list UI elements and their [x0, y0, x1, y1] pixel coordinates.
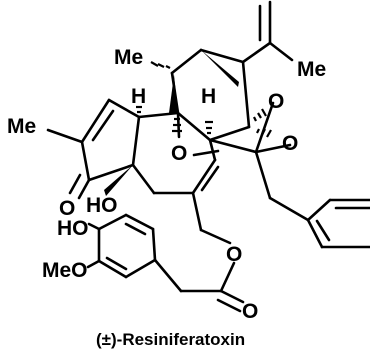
- oxygen-label-ester: O: [226, 243, 242, 266]
- bond: [191, 191, 203, 232]
- bond: [208, 138, 258, 154]
- oxygen-label-ketone: O: [59, 197, 75, 220]
- bond: [268, 196, 310, 222]
- bond: [219, 289, 245, 304]
- methyl-label-isopropenyl: Me: [297, 58, 326, 81]
- bond: [315, 219, 331, 242]
- oxygen-label-ortho-top: O: [268, 90, 284, 113]
- bond: [105, 256, 128, 271]
- bond: [191, 158, 217, 195]
- bond: [137, 111, 180, 119]
- bond: [216, 298, 242, 313]
- bond: [124, 222, 147, 236]
- bond: [131, 115, 141, 167]
- methyl-label-ring: Me: [7, 115, 36, 138]
- oxygen-label-carbonyl: O: [242, 300, 258, 323]
- oxygen-label-ortho-right: O: [282, 132, 298, 155]
- hash-bond: [261, 128, 266, 136]
- bond: [87, 163, 135, 182]
- bond: [107, 98, 141, 119]
- methoxy-label-aryl: MeO: [42, 259, 88, 282]
- bond: [77, 178, 91, 200]
- bond: [97, 259, 128, 279]
- stereo-wedges: [104, 50, 239, 196]
- bond: [268, 41, 294, 62]
- hash-bond: [150, 61, 159, 67]
- bond: [306, 198, 332, 222]
- skeleton-bonds: [46, 0, 370, 313]
- bond: [97, 213, 128, 231]
- hydrogen-label-left: H: [131, 85, 146, 108]
- bond: [131, 163, 156, 195]
- stereo-hashes: [136, 61, 272, 138]
- bond: [199, 48, 245, 64]
- bond: [151, 227, 157, 262]
- bond: [254, 150, 272, 200]
- methyl-label-top: Me: [114, 46, 143, 69]
- compound-name: (±)-Resiniferatoxin: [96, 330, 245, 349]
- bond: [200, 165, 220, 192]
- bond: [153, 258, 183, 293]
- hash-bond: [266, 129, 272, 138]
- hash-bond: [157, 63, 165, 68]
- bond: [86, 259, 101, 269]
- wedge-bond: [104, 165, 133, 196]
- bond: [254, 101, 275, 154]
- oxygen-label-bridge: O: [171, 142, 187, 165]
- atom-labels: Me Me Me H H O O O O HO HO MeO O O: [7, 46, 326, 323]
- hydroxyl-label-ring: HO: [86, 194, 118, 217]
- bond: [192, 149, 220, 157]
- bond: [68, 173, 82, 195]
- hash-bond: [261, 108, 267, 117]
- wedge-bond: [201, 50, 239, 87]
- hydroxyl-label-aryl: HO: [57, 217, 89, 240]
- bond: [124, 258, 157, 279]
- hydrogen-label-center: H: [201, 85, 216, 108]
- bond: [80, 140, 91, 182]
- bond: [306, 218, 324, 249]
- bond: [176, 111, 212, 142]
- bond: [208, 138, 217, 162]
- bond: [46, 128, 84, 144]
- bond: [91, 109, 115, 142]
- hash-bond: [257, 112, 262, 119]
- bond: [199, 228, 232, 245]
- hash-bond: [253, 116, 257, 122]
- wedge-bond: [169, 75, 178, 113]
- bond: [219, 261, 236, 293]
- bond: [241, 60, 251, 129]
- bond: [87, 222, 101, 231]
- bond: [241, 41, 272, 64]
- hash-bond: [256, 128, 260, 134]
- bond: [124, 213, 155, 231]
- bond: [208, 125, 251, 142]
- bond: [80, 98, 111, 144]
- bond: [254, 143, 292, 154]
- hash-bond: [165, 65, 171, 69]
- bond: [170, 48, 203, 75]
